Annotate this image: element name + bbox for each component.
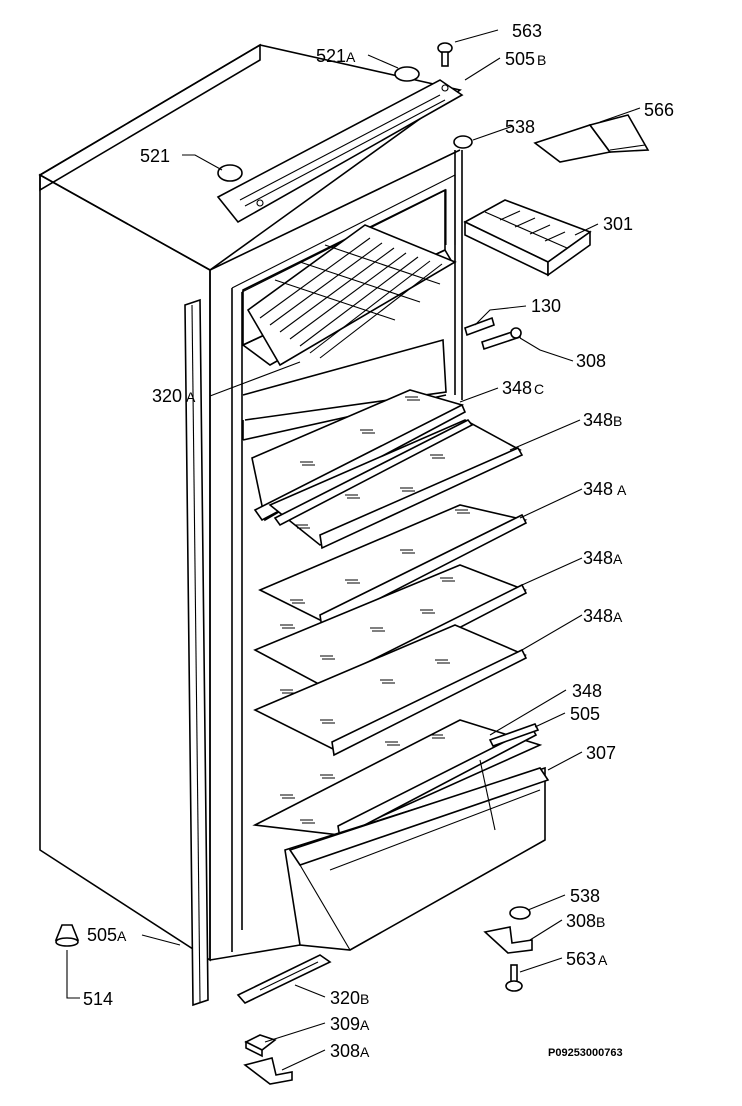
label-505a: 505A [87, 925, 127, 945]
fridge-cabinet [38, 43, 463, 962]
freezer-shelf-320a [246, 224, 457, 367]
hinge-cap-521a [394, 66, 420, 82]
ice-scraper-566 [533, 114, 650, 163]
label-521: 521 [140, 146, 170, 166]
label-521a: 521A [316, 46, 356, 66]
label-308a: 308A [330, 1041, 370, 1061]
glass-shelf-348b [268, 418, 524, 550]
cap-309a [244, 1034, 277, 1058]
label-348a-2: 348A [583, 548, 623, 568]
label-348b: 348B [583, 410, 622, 430]
bottom-hinge-308a [243, 1057, 293, 1085]
label-505: 505 [570, 704, 600, 724]
glass-shelf-348a-lower [253, 624, 528, 757]
label-301: 301 [603, 214, 633, 234]
leader-lines [66, 29, 641, 1071]
glass-shelf-348 [252, 719, 543, 840]
label-538-bottom: 538 [570, 886, 600, 906]
drawing-reference-number: P09253000763 [548, 1047, 623, 1059]
label-348: 348 [572, 681, 602, 701]
label-566: 566 [644, 100, 674, 120]
label-308: 308 [576, 351, 606, 371]
bracket-130 [464, 316, 495, 337]
screw-563 [437, 42, 453, 67]
label-538-top: 538 [505, 117, 535, 137]
ice-tray-301 [463, 199, 592, 277]
label-130: 130 [531, 296, 561, 316]
label-563: 563 [512, 21, 542, 41]
hinge-308 [481, 327, 522, 351]
door-strip-505a [184, 298, 209, 1007]
label-308b: 308B [566, 911, 605, 931]
label-307: 307 [586, 743, 616, 763]
drawer-cover-strip-505 [488, 723, 540, 747]
crisper-drawer-307 [284, 759, 550, 951]
hinge-cap-521 [217, 164, 243, 182]
top-hinge-cover-505b [216, 79, 464, 224]
hinge-bracket-320b [236, 954, 332, 1004]
screw-563a [505, 964, 523, 992]
glass-hatching [280, 396, 470, 824]
label-309a: 309A [330, 1014, 370, 1034]
bottom-hinge-308b [483, 926, 533, 954]
bushing-538-bottom [509, 906, 531, 920]
label-320b: 320B [330, 988, 369, 1008]
foot-514 [54, 924, 80, 947]
label-348a-3: 348A [583, 606, 623, 626]
label-514: 514 [83, 989, 113, 1009]
bushing-538-top [453, 135, 473, 149]
